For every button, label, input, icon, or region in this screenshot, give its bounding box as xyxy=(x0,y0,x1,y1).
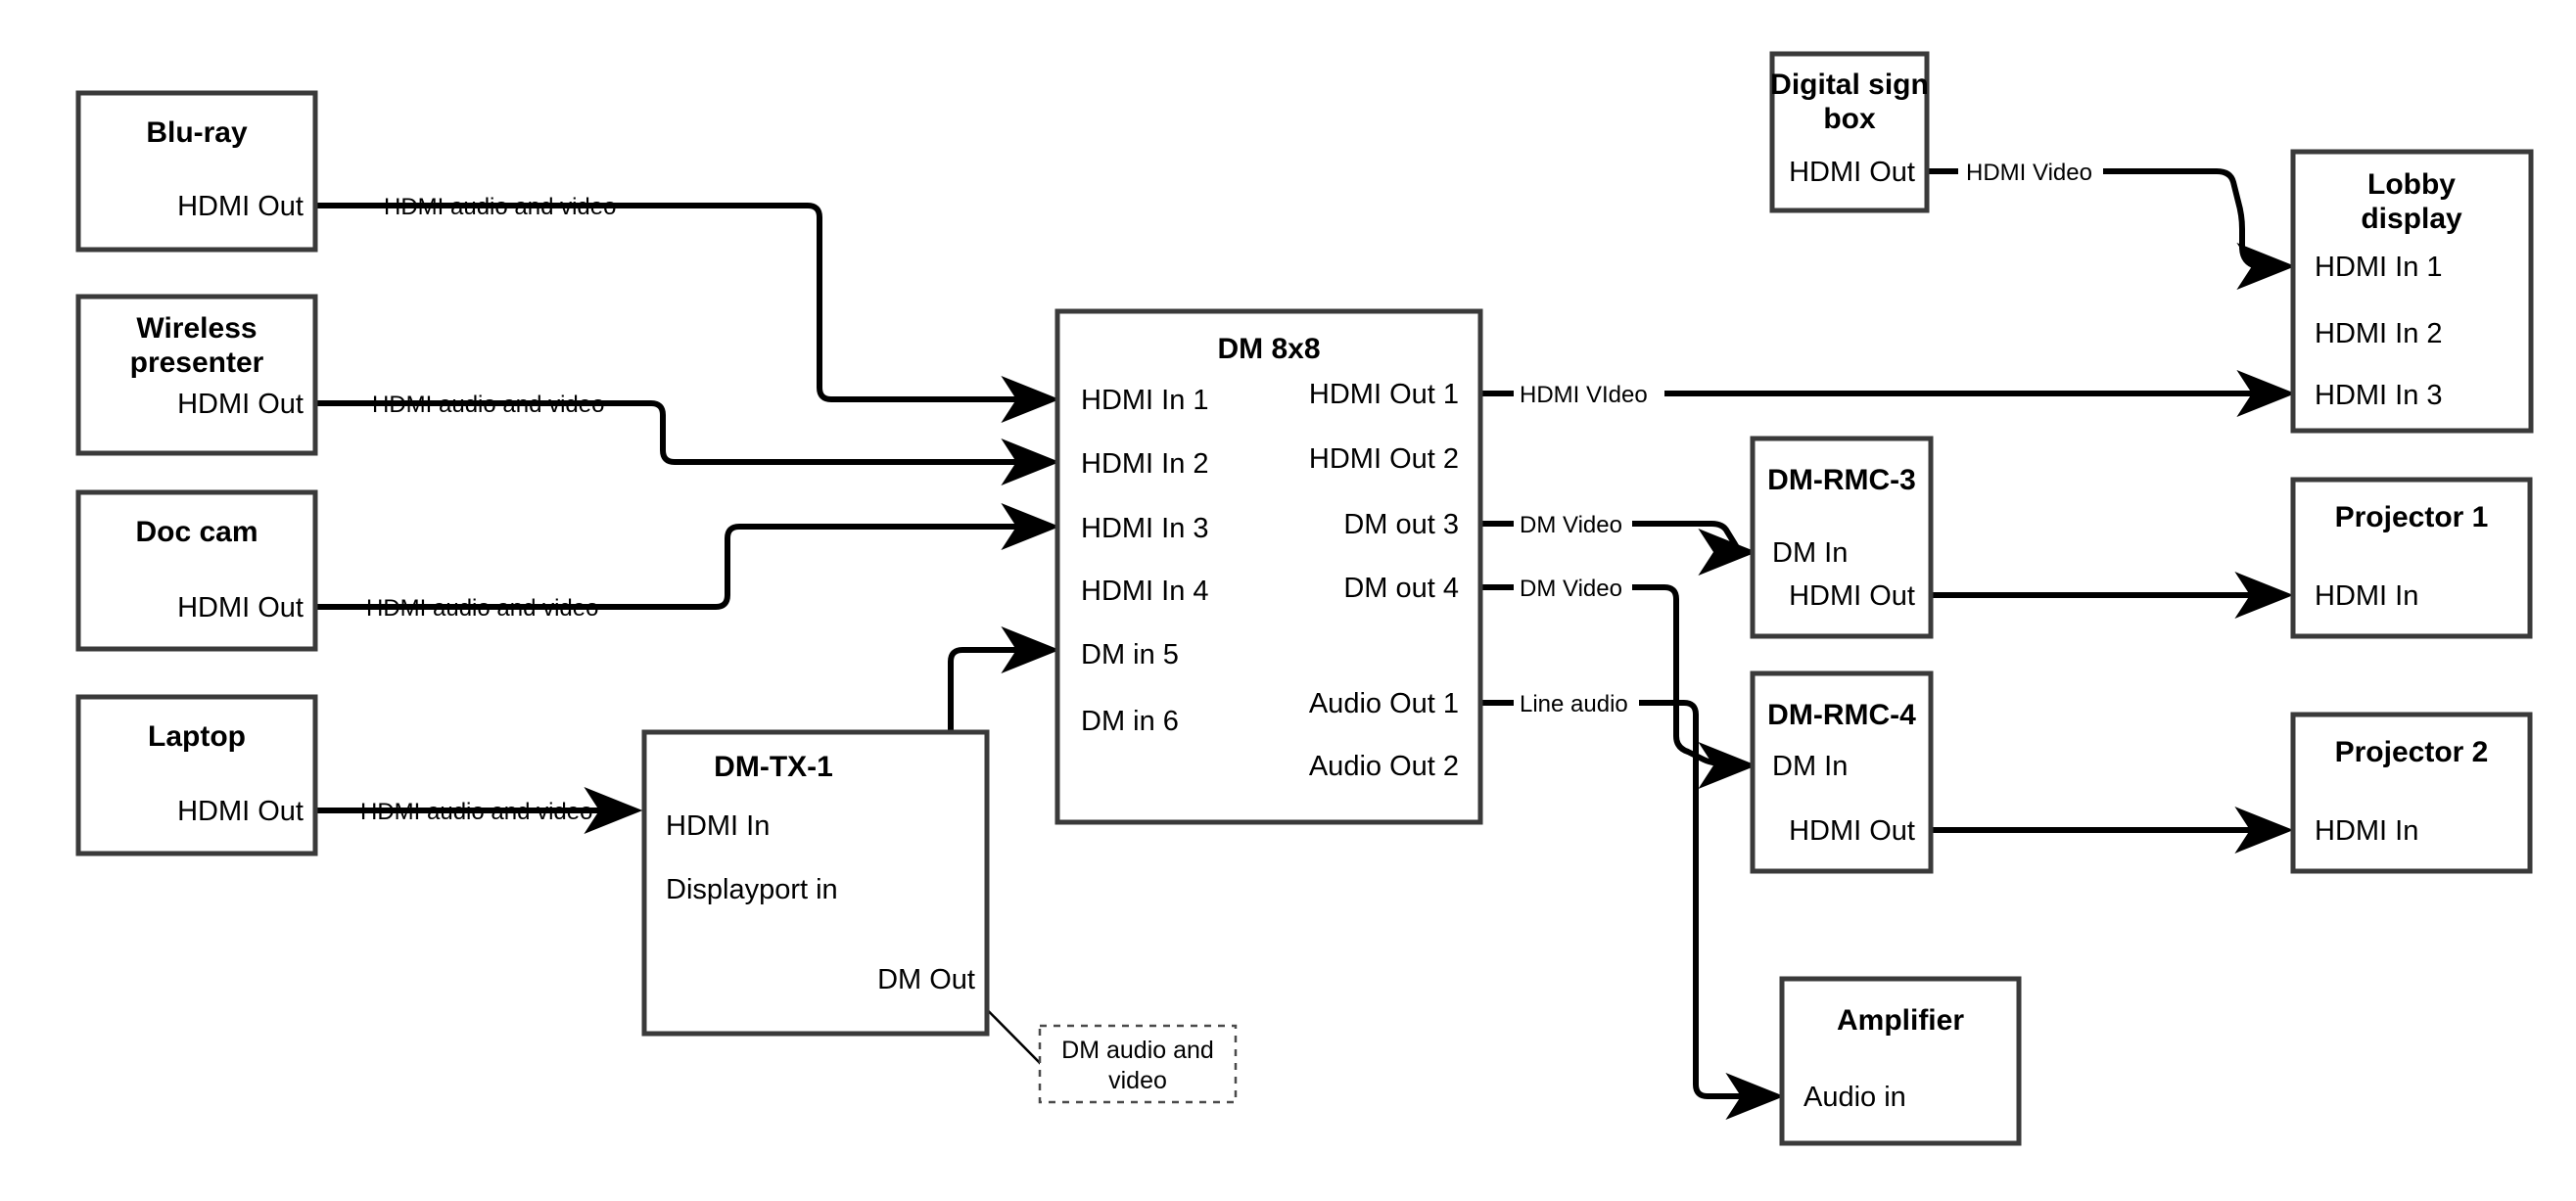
dm-audio-video-note-line1: DM audio and xyxy=(1061,1037,1214,1064)
node-doc-cam[interactable]: Doc cam HDMI Out xyxy=(75,489,318,652)
link-label-sign-to-lobby: HDMI Video xyxy=(1966,160,2092,186)
dm-8x8-port-hdmi-in-2[interactable]: HDMI In 2 xyxy=(1081,448,1209,480)
node-digital-sign-box[interactable]: Digital sign box HDMI Out xyxy=(1769,51,1930,213)
lobby-display-title-line1: Lobby xyxy=(2367,168,2456,201)
link-label-doccam-to-in3: HDMI audio and video xyxy=(366,595,598,622)
node-dm-8x8[interactable]: DM 8x8 HDMI In 1 HDMI In 2 HDMI In 3 HDM… xyxy=(1054,308,1483,825)
laptop-box[interactable] xyxy=(75,694,318,856)
node-dm-rmc-4[interactable]: DM-RMC-4 DM In HDMI Out xyxy=(1750,670,1934,874)
node-dm-rmc-3[interactable]: DM-RMC-3 DM In HDMI Out xyxy=(1750,436,1934,639)
lobby-display-port-hdmi-in-1[interactable]: HDMI In 1 xyxy=(2315,252,2443,283)
dm-8x8-title: DM 8x8 xyxy=(1217,333,1320,365)
bluray-box[interactable] xyxy=(75,90,318,253)
link-label-laptop-to-dmtx1: HDMI audio and video xyxy=(360,799,592,825)
projector-1-box[interactable] xyxy=(2290,477,2533,639)
dm-rmc-3-box[interactable] xyxy=(1750,436,1934,639)
doc-cam-box[interactable] xyxy=(75,489,318,652)
wire-wireless-to-hdmi-in-2 xyxy=(315,400,1060,485)
note-dm-audio-and-video: DM audio and video xyxy=(1038,1024,1238,1104)
amplifier-box[interactable] xyxy=(1779,976,2022,1146)
dm-rmc-4-port-dm-in[interactable]: DM In xyxy=(1772,751,1848,782)
link-label-bluray-to-in1: HDMI audio and video xyxy=(384,194,616,220)
dm-rmc-3-port-dm-in[interactable]: DM In xyxy=(1772,537,1848,569)
dm-8x8-port-audio-out-1[interactable]: Audio Out 1 xyxy=(1309,688,1459,719)
node-bluray[interactable]: Blu-ray HDMI Out xyxy=(75,90,318,253)
link-label-hdmi-out1-to-lobby: HDMI VIdeo xyxy=(1520,382,1648,408)
wire-dm-out-3-to-dmrmc3 xyxy=(1480,524,1749,552)
projector-2-box[interactable] xyxy=(2290,712,2533,874)
dm-8x8-box[interactable] xyxy=(1054,308,1483,825)
link-label-line-audio: Line audio xyxy=(1520,691,1628,717)
lobby-display-port-hdmi-in-2[interactable]: HDMI In 2 xyxy=(2315,318,2443,349)
digital-sign-box-port-hdmi-out[interactable]: HDMI Out xyxy=(1789,157,1915,188)
laptop-port-hdmi-out[interactable]: HDMI Out xyxy=(177,796,304,827)
dm-8x8-port-hdmi-in-3[interactable]: HDMI In 3 xyxy=(1081,513,1209,544)
node-projector-1[interactable]: Projector 1 HDMI In xyxy=(2290,477,2533,639)
node-laptop[interactable]: Laptop HDMI Out xyxy=(75,694,318,856)
wire-bluray-to-hdmi-in-1 xyxy=(315,203,1060,423)
node-lobby-display[interactable]: Lobby display HDMI In 1 HDMI In 2 HDMI I… xyxy=(2290,149,2534,434)
node-amplifier[interactable]: Amplifier Audio in xyxy=(1779,976,2022,1146)
dm-tx-1-title: DM-TX-1 xyxy=(714,751,833,783)
wireless-presenter-port-hdmi-out[interactable]: HDMI Out xyxy=(177,389,304,420)
projector-1-port-hdmi-in[interactable]: HDMI In xyxy=(2315,580,2418,612)
lobby-display-box[interactable] xyxy=(2290,149,2534,434)
node-dm-tx-1[interactable]: DM-TX-1 HDMI In Displayport in DM Out xyxy=(641,729,990,1037)
wire-doccam-to-hdmi-in-3 xyxy=(315,503,1060,610)
node-wireless-presenter[interactable]: Wireless presenter HDMI Out xyxy=(75,294,318,456)
doc-cam-port-hdmi-out[interactable]: HDMI Out xyxy=(177,592,304,624)
wire-audio-out-1-to-amplifier xyxy=(1480,700,1776,1096)
projector-2-port-hdmi-in[interactable]: HDMI In xyxy=(2315,815,2418,847)
dm-8x8-port-dm-in-6[interactable]: DM in 6 xyxy=(1081,706,1179,737)
dm-rmc-4-title: DM-RMC-4 xyxy=(1767,699,1916,731)
projector-1-title: Projector 1 xyxy=(2335,501,2489,533)
dm-rmc-3-title: DM-RMC-3 xyxy=(1767,464,1916,496)
link-label-wireless-to-in2: HDMI audio and video xyxy=(372,392,604,418)
wireless-presenter-box[interactable] xyxy=(75,294,318,456)
dm-8x8-port-hdmi-in-4[interactable]: HDMI In 4 xyxy=(1081,576,1209,607)
digital-sign-box-title-line1: Digital sign xyxy=(1770,69,1929,101)
bluray-title: Blu-ray xyxy=(146,116,248,149)
dm-rmc-4-port-hdmi-out[interactable]: HDMI Out xyxy=(1789,815,1915,847)
projector-2-title: Projector 2 xyxy=(2335,736,2489,768)
node-projector-2[interactable]: Projector 2 HDMI In xyxy=(2290,712,2533,874)
digital-sign-box-title-line2: box xyxy=(1823,103,1876,135)
dm-tx-1-port-displayport-in[interactable]: Displayport in xyxy=(666,874,838,905)
link-label-dm-out3: DM Video xyxy=(1520,512,1622,538)
digital-sign-box-box[interactable] xyxy=(1769,51,1930,213)
dm-rmc-4-box[interactable] xyxy=(1750,670,1934,874)
dm-8x8-port-dm-out-4[interactable]: DM out 4 xyxy=(1343,573,1459,604)
dm-8x8-port-hdmi-out-1[interactable]: HDMI Out 1 xyxy=(1309,379,1459,410)
dm-tx-1-port-hdmi-in[interactable]: HDMI In xyxy=(666,810,770,842)
wireless-presenter-title-line1: Wireless xyxy=(136,312,257,345)
dm-8x8-port-hdmi-in-1[interactable]: HDMI In 1 xyxy=(1081,385,1209,416)
laptop-title: Laptop xyxy=(148,720,246,753)
wire-dm-out-4-to-dmrmc4 xyxy=(1480,584,1749,765)
dm-audio-video-note-box xyxy=(1038,1024,1238,1104)
dm-audio-video-note-line2: video xyxy=(1108,1067,1167,1094)
dm-tx-1-port-dm-out[interactable]: DM Out xyxy=(877,964,975,995)
dm-8x8-port-dm-out-3[interactable]: DM out 3 xyxy=(1343,509,1459,540)
wireless-presenter-title-line2: presenter xyxy=(130,346,264,379)
dm-8x8-port-audio-out-2[interactable]: Audio Out 2 xyxy=(1309,751,1459,782)
amplifier-port-audio-in[interactable]: Audio in xyxy=(1803,1082,1906,1113)
wire-digitalsign-to-lobby-hdmi-in-1 xyxy=(1927,168,2287,266)
doc-cam-title: Doc cam xyxy=(135,516,258,548)
link-label-dm-out4: DM Video xyxy=(1520,576,1622,602)
amplifier-title: Amplifier xyxy=(1837,1004,1964,1037)
dm-rmc-3-port-hdmi-out[interactable]: HDMI Out xyxy=(1789,580,1915,612)
bluray-port-hdmi-out[interactable]: HDMI Out xyxy=(177,191,304,222)
lobby-display-port-hdmi-in-3[interactable]: HDMI In 3 xyxy=(2315,380,2443,411)
dm-tx-1-box[interactable] xyxy=(641,729,990,1037)
dm-8x8-port-dm-in-5[interactable]: DM in 5 xyxy=(1081,639,1179,670)
lobby-display-title-line2: display xyxy=(2361,203,2462,235)
dm-8x8-port-hdmi-out-2[interactable]: HDMI Out 2 xyxy=(1309,443,1459,475)
